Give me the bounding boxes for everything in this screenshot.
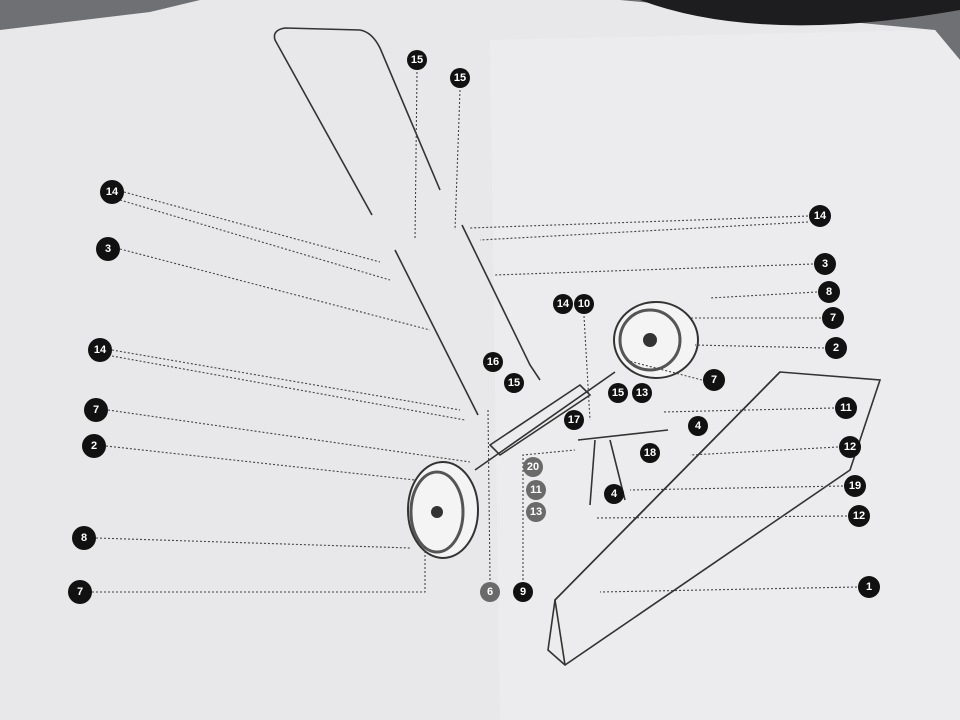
- callouts-left: 14 3 14 7 2 8 7: [68, 180, 124, 604]
- svg-text:16: 16: [487, 356, 499, 368]
- svg-text:14: 14: [94, 344, 107, 356]
- paper-right-page: [490, 30, 960, 720]
- svg-text:14: 14: [106, 186, 119, 198]
- callout-18: 18: [640, 443, 660, 463]
- callout-7: 7: [68, 580, 92, 604]
- tire-in-background: [640, 0, 960, 26]
- callout-14: 14: [553, 294, 573, 314]
- svg-text:15: 15: [454, 72, 466, 84]
- svg-text:3: 3: [822, 258, 828, 270]
- svg-text:14: 14: [814, 210, 827, 222]
- callout-13: 13: [632, 383, 652, 403]
- svg-text:13: 13: [636, 387, 648, 399]
- callout-15: 15: [407, 50, 427, 70]
- callouts-right: 14 3 8 7 2 7 11 12 19 12 1: [703, 205, 880, 598]
- svg-text:15: 15: [411, 54, 423, 66]
- callout-11: 11: [526, 480, 546, 500]
- leader-lines: [92, 71, 858, 593]
- svg-text:12: 12: [853, 510, 865, 522]
- svg-text:6: 6: [487, 586, 493, 598]
- svg-text:12: 12: [844, 441, 856, 453]
- svg-text:7: 7: [711, 374, 717, 386]
- callout-7: 7: [84, 398, 108, 422]
- svg-text:18: 18: [644, 447, 656, 459]
- svg-text:19: 19: [849, 480, 861, 492]
- svg-text:7: 7: [77, 586, 83, 598]
- callout-17: 17: [564, 410, 584, 430]
- parts: [273, 27, 882, 667]
- callouts-center: 14 10 16 15 15 13 17 4 18 20 11 4 13 6 9: [480, 294, 708, 602]
- callouts-top: 15 15: [407, 50, 470, 88]
- handle-right-tube: [461, 224, 541, 381]
- callout-14: 14: [88, 338, 112, 362]
- svg-text:15: 15: [508, 377, 520, 389]
- callout-7: 7: [703, 369, 725, 391]
- svg-text:1: 1: [866, 581, 872, 593]
- callout-15: 15: [608, 383, 628, 403]
- callout-12: 12: [848, 505, 870, 527]
- callout-7: 7: [822, 307, 844, 329]
- svg-text:11: 11: [530, 484, 542, 496]
- svg-text:8: 8: [826, 286, 832, 298]
- callout-2: 2: [825, 337, 847, 359]
- svg-text:20: 20: [527, 461, 539, 473]
- svg-text:7: 7: [93, 404, 99, 416]
- svg-text:14: 14: [557, 298, 570, 310]
- callout-9: 9: [513, 582, 533, 602]
- callout-6: 6: [480, 582, 500, 602]
- callout-8: 8: [72, 526, 96, 550]
- callout-4: 4: [688, 416, 708, 436]
- svg-text:2: 2: [91, 440, 97, 452]
- svg-text:9: 9: [520, 586, 526, 598]
- callout-8: 8: [818, 281, 840, 303]
- callout-10: 10: [574, 294, 594, 314]
- handle-left-tube: [394, 249, 479, 416]
- blade-edge: [554, 371, 781, 666]
- svg-text:7: 7: [830, 312, 836, 324]
- svg-text:10: 10: [578, 298, 590, 310]
- callout-11: 11: [835, 397, 857, 419]
- svg-text:4: 4: [695, 420, 702, 432]
- svg-text:4: 4: [611, 488, 618, 500]
- callout-14: 14: [100, 180, 124, 204]
- callout-15: 15: [450, 68, 470, 88]
- callout-4: 4: [604, 484, 624, 504]
- wheel-left: [407, 461, 479, 559]
- svg-text:13: 13: [530, 506, 542, 518]
- callout-13: 13: [526, 502, 546, 522]
- callout-12: 12: [839, 436, 861, 458]
- svg-text:11: 11: [840, 402, 852, 414]
- wheel-right: [613, 301, 699, 379]
- callout-14: 14: [809, 205, 831, 227]
- svg-text:8: 8: [81, 532, 87, 544]
- callout-20: 20: [523, 457, 543, 477]
- svg-text:2: 2: [833, 342, 839, 354]
- handle-upper: [273, 27, 441, 216]
- bracket: [488, 383, 592, 457]
- callout-16: 16: [483, 352, 503, 372]
- callout-19: 19: [844, 475, 866, 497]
- callout-3: 3: [96, 237, 120, 261]
- callout-2: 2: [82, 434, 106, 458]
- svg-text:3: 3: [105, 243, 111, 255]
- callout-3: 3: [814, 253, 836, 275]
- callout-1: 1: [858, 576, 880, 598]
- svg-text:15: 15: [612, 387, 624, 399]
- svg-text:17: 17: [568, 414, 580, 426]
- callout-15: 15: [504, 373, 524, 393]
